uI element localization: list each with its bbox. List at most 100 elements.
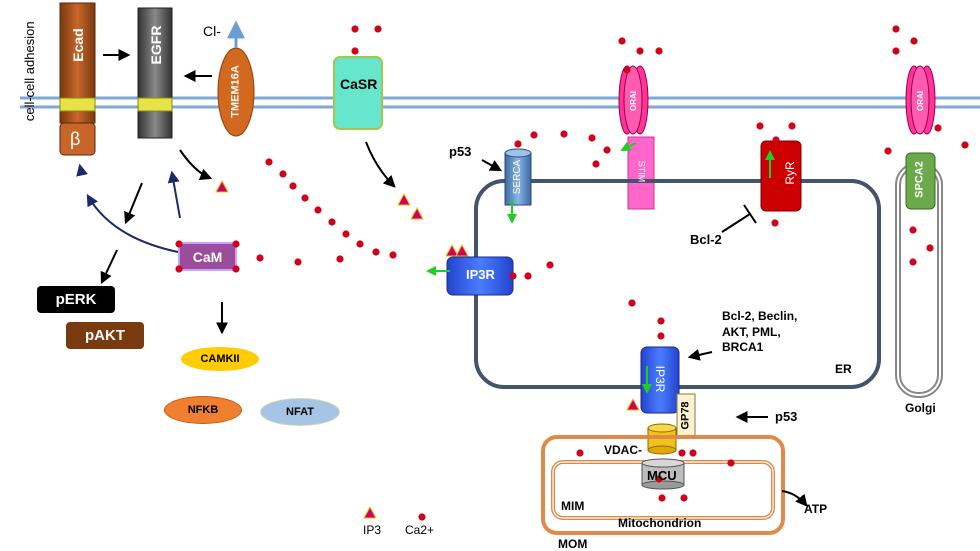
calcium-ions xyxy=(175,25,969,521)
calcium-ion xyxy=(175,265,183,273)
calcium-ion xyxy=(175,240,183,248)
calcium-ion xyxy=(678,449,686,457)
ryr-text: RyR xyxy=(783,161,797,185)
calcium-ion xyxy=(418,513,426,521)
golgi-apparatus xyxy=(895,152,943,398)
calcium-ion xyxy=(689,449,697,457)
ip3-triangle xyxy=(445,243,459,257)
calcium-ion xyxy=(892,25,900,33)
ip3-triangle xyxy=(397,192,411,206)
p53-top-label: p53 xyxy=(449,144,472,159)
casr-receptor xyxy=(333,56,383,130)
calcium-ion xyxy=(655,475,663,483)
calcium-ion xyxy=(658,494,666,502)
cam-box xyxy=(178,242,237,271)
pakt-box xyxy=(66,322,144,349)
gp78-label: GP78 xyxy=(679,397,692,435)
calcium-ion xyxy=(592,160,600,168)
ip3r-left-label: IP3R xyxy=(466,267,495,282)
casr-label: CaSR xyxy=(340,76,378,92)
legend-ca-label: Ca2+ xyxy=(405,523,435,537)
beta-label: β xyxy=(70,129,81,149)
calcium-ion xyxy=(618,37,626,45)
cl-label: Cl- xyxy=(203,23,221,39)
nfkb-ellipse: NFKB xyxy=(164,396,242,424)
calcium-ion xyxy=(727,459,735,467)
ip3r-left xyxy=(426,256,514,296)
atp-label: ATP xyxy=(804,502,828,516)
ecad-text: Ecad xyxy=(70,28,86,62)
bcl2-label: Bcl-2 xyxy=(690,232,722,247)
gp78-text: GP78 xyxy=(679,401,692,430)
ryr-channel xyxy=(760,140,802,212)
orai-right-text: ORAI xyxy=(916,91,925,111)
cell-cell-adhesion-text: cell-cell adhesion xyxy=(21,21,37,122)
calcium-ion xyxy=(232,240,240,248)
calcium-ion xyxy=(560,130,568,138)
calcium-ion xyxy=(756,122,764,130)
camkii-ellipse: CAMKII xyxy=(181,347,259,371)
ryr-label: RyR xyxy=(783,153,797,193)
serca-text: SERCA xyxy=(512,159,523,195)
golgi-label: Golgi xyxy=(905,401,936,415)
calcium-ion xyxy=(657,317,665,325)
stim-protein xyxy=(620,136,655,210)
calcium-ion xyxy=(514,140,522,148)
calcium-ion xyxy=(884,147,892,155)
calcium-ion xyxy=(657,332,665,340)
calcium-ion xyxy=(351,25,359,33)
calcium-ion xyxy=(342,230,350,238)
calcium-ion xyxy=(372,248,380,256)
calcium-ion xyxy=(314,206,322,214)
perk-box xyxy=(37,286,115,313)
calcium-ion xyxy=(961,141,969,149)
ip3r-mid xyxy=(640,346,680,414)
calcium-ion xyxy=(232,265,240,273)
spca2-label: SPCA2 xyxy=(913,154,926,206)
calcium-ion xyxy=(576,449,584,457)
legend-ip3-label: IP3 xyxy=(363,523,382,537)
egfr-receptor xyxy=(137,7,173,139)
tmem16a-text: TMEM16A xyxy=(229,65,242,118)
calcium-ion xyxy=(509,272,517,280)
orai-left-text: ORAI xyxy=(629,91,638,111)
orai-channel-right xyxy=(905,65,936,135)
ip3r-mid-text: IP3R xyxy=(653,365,667,393)
plasma-membrane xyxy=(20,96,980,109)
er-label: ER xyxy=(835,362,852,376)
stim-label: STIM xyxy=(636,152,647,192)
stim-text: STIM xyxy=(636,160,647,183)
egfr-text: EGFR xyxy=(148,25,164,65)
calcium-ion xyxy=(256,254,264,262)
calcium-ion xyxy=(289,182,297,190)
ip3-triangle xyxy=(626,397,640,411)
ip3-markers xyxy=(215,179,640,519)
ip3-triangle xyxy=(410,206,424,220)
calcium-ion xyxy=(603,146,611,154)
spca2-text: SPCA2 xyxy=(913,161,926,198)
calcium-ion xyxy=(926,244,934,252)
calcium-ion xyxy=(265,158,273,166)
calcium-ion xyxy=(374,25,382,33)
bcl2-inhibition xyxy=(721,204,757,233)
serca-label: SERCA xyxy=(512,153,523,201)
cell-cell-adhesion-label: cell-cell adhesion xyxy=(22,21,37,121)
orai-left-label: ORAI xyxy=(629,86,638,116)
calcium-ion xyxy=(772,136,780,144)
orai-right-label: ORAI xyxy=(916,86,925,116)
ip3r-mid-label: IP3R xyxy=(653,353,667,405)
calcium-ion xyxy=(636,47,644,55)
tmem16a-label: TMEM16A xyxy=(229,52,242,132)
calcium-ion xyxy=(279,170,287,178)
ecad-receptor xyxy=(59,2,96,156)
cam-label: CaM xyxy=(192,248,223,265)
pakt-label: pAKT xyxy=(85,327,125,344)
calcium-ion xyxy=(892,47,900,55)
calcium-ion xyxy=(356,240,364,248)
tmem16a-channel xyxy=(217,20,255,137)
calcium-ion xyxy=(910,37,918,45)
calcium-ion xyxy=(389,251,397,259)
mitochondrion-label: Mitochondrion xyxy=(618,516,702,530)
